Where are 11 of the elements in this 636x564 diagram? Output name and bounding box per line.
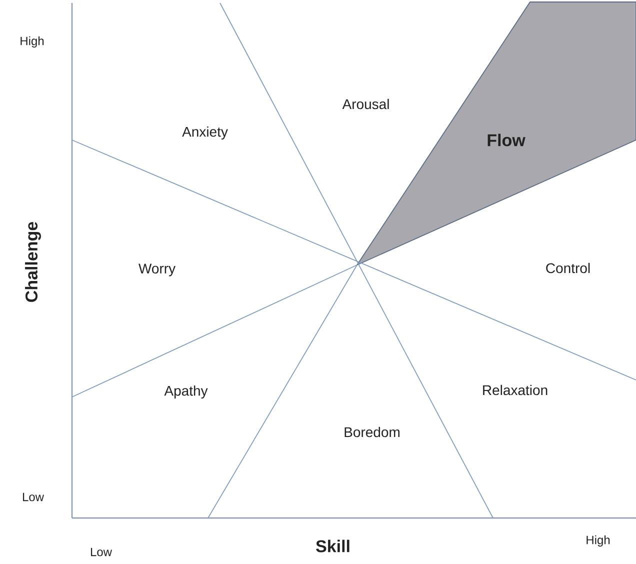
region-label: Worry [138, 264, 176, 276]
tick-label: Low [90, 548, 112, 556]
tick-label: High [586, 535, 610, 547]
tick-label: High [20, 36, 44, 48]
region-label: Boredom [344, 426, 400, 438]
region-label: Apathy [164, 385, 208, 399]
tick-label: Low [22, 492, 44, 502]
axis-title: Skill [316, 540, 350, 552]
region-label: Anxiety [182, 126, 228, 140]
region-label: Relaxation [483, 384, 548, 396]
axis-title: Challenge [25, 222, 41, 302]
